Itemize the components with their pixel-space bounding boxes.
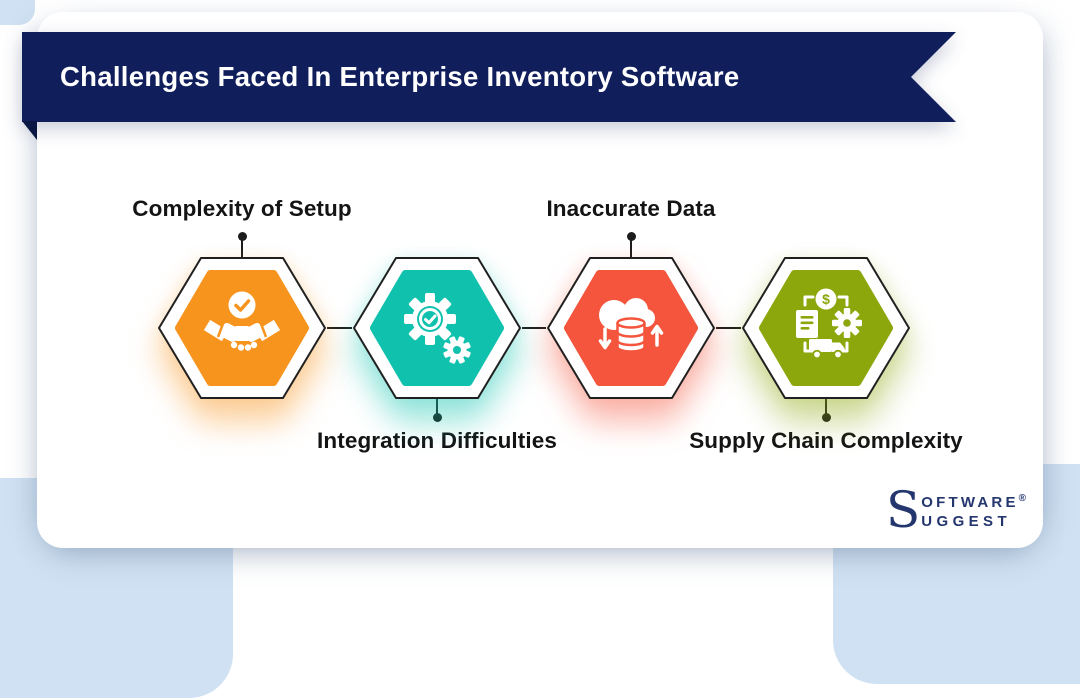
handshake-check-icon xyxy=(203,291,281,351)
corner-accent-top-left xyxy=(0,0,35,25)
hexagon-node-integration-difficulties xyxy=(353,257,521,399)
hexagon-node-inaccurate-data xyxy=(547,257,715,399)
title-ribbon: Challenges Faced In Enterprise Inventory… xyxy=(22,32,956,122)
node-label-supply-chain-complexity: Supply Chain Complexity xyxy=(689,428,963,453)
gears-check-icon xyxy=(404,293,471,364)
registered-mark: ® xyxy=(1018,493,1027,504)
callout-dot xyxy=(238,232,247,241)
page-title: Challenges Faced In Enterprise Inventory… xyxy=(60,61,740,92)
callout-line xyxy=(436,399,438,415)
connector-line xyxy=(327,327,352,329)
ribbon-fold xyxy=(22,121,37,140)
node-label-complexity-of-setup: Complexity of Setup xyxy=(132,196,352,221)
svg-text:$: $ xyxy=(822,291,830,307)
logo-line1: OFTWARE xyxy=(921,494,1019,511)
callout-dot xyxy=(627,232,636,241)
connector-line xyxy=(522,327,546,329)
callout-line xyxy=(825,399,827,415)
logo-initial: S xyxy=(886,480,921,539)
title-ribbon-shape: Challenges Faced In Enterprise Inventory… xyxy=(22,32,956,122)
callout-line xyxy=(630,240,632,258)
callout-dot xyxy=(822,413,831,422)
supply-chain-cycle-icon: $ xyxy=(796,288,862,360)
cloud-database-sync-icon xyxy=(598,298,664,353)
softwaresuggest-logo: S OFTWARE® UGGEST xyxy=(886,480,1027,539)
callout-line xyxy=(241,240,243,258)
hexagon-fill xyxy=(759,270,893,386)
node-label-inaccurate-data: Inaccurate Data xyxy=(546,196,716,221)
connector-line xyxy=(716,327,741,329)
logo-line2: UGGEST xyxy=(921,513,1012,530)
node-label-integration-difficulties: Integration Difficulties xyxy=(317,428,557,453)
hexagon-node-complexity-of-setup xyxy=(158,257,326,399)
hexagon-node-supply-chain-complexity: $ xyxy=(742,257,910,399)
callout-dot xyxy=(433,413,442,422)
